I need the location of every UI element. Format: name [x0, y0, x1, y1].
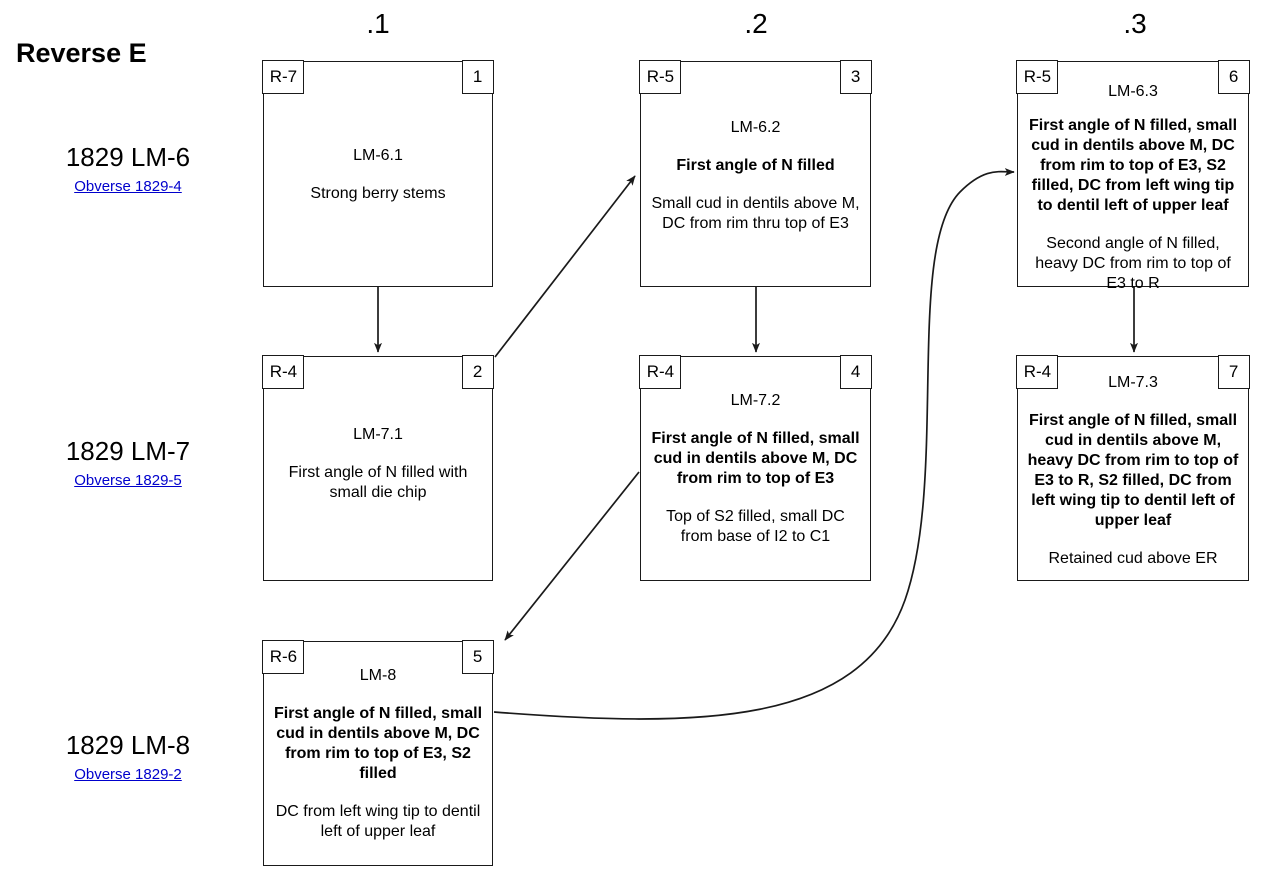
node-lm-6-2-bold: First angle of N filled — [676, 157, 835, 174]
node-lm-6-3-id: LM-6.3 — [1108, 83, 1158, 100]
node-lm-6-2[interactable]: R-5 3 LM-6.2 First angle of N filled Sma… — [639, 60, 872, 287]
row-title-lm6: 1829 LM-6 — [65, 142, 191, 172]
node-lm-7-3[interactable]: R-4 7 LM-7.3 First angle of N filled, sm… — [1016, 355, 1250, 581]
node-lm-7-1-id: LM-7.1 — [353, 426, 403, 443]
node-lm-7-2-id: LM-7.2 — [730, 392, 781, 409]
node-lm-6-3-bold: First angle of N filled, small cud in de… — [1028, 117, 1238, 214]
node-lm-6-3-plain: Second angle of N filled, heavy DC from … — [1035, 235, 1231, 292]
row-title-lm8: 1829 LM-8 — [65, 730, 191, 760]
node-lm-7-3-number-tag: 7 — [1217, 355, 1250, 390]
node-lm-8-reverse-tag: R-6 — [262, 640, 305, 675]
node-lm-7-3-bold: First angle of N filled, small cud in de… — [1027, 412, 1239, 529]
node-lm-7-1-number-tag: 2 — [461, 355, 494, 390]
obverse-link-1829-5[interactable]: Obverse 1829-5 — [74, 472, 182, 489]
page-title: Reverse E — [16, 38, 147, 68]
obverse-link-1829-4[interactable]: Obverse 1829-4 — [74, 178, 182, 195]
row-label-lm7: 1829 LM-7 Obverse 1829-5 — [8, 436, 248, 490]
row-title-lm7: 1829 LM-7 — [65, 436, 191, 466]
node-lm-6-1-reverse-tag: R-7 — [262, 60, 305, 95]
node-lm-7-3-plain: Retained cud above ER — [1048, 550, 1218, 567]
node-lm-7-1[interactable]: R-4 2 LM-7.1 First angle of N filled wit… — [262, 355, 494, 581]
node-lm-7-3-id: LM-7.3 — [1108, 374, 1158, 391]
node-lm-8-bold: First angle of N filled, small cud in de… — [273, 705, 483, 782]
node-lm-7-1-plain: First angle of N filled with small die c… — [288, 464, 468, 501]
edge-n4-n5 — [504, 471, 640, 641]
node-lm-7-3-reverse-tag: R-4 — [1016, 355, 1059, 390]
row-label-lm6: 1829 LM-6 Obverse 1829-4 — [8, 142, 248, 196]
node-lm-8[interactable]: R-6 5 LM-8 First angle of N filled, smal… — [262, 640, 494, 866]
node-lm-7-2-plain: Top of S2 filled, small DC from base of … — [666, 508, 845, 545]
column-header-1: .1 — [366, 8, 390, 39]
node-lm-6-1-id: LM-6.1 — [353, 147, 403, 164]
column-header-2: .2 — [744, 8, 768, 39]
node-lm-6-1[interactable]: R-7 1 LM-6.1 Strong berry stems — [262, 60, 494, 287]
node-lm-8-number-tag: 5 — [461, 640, 494, 675]
node-lm-6-2-reverse-tag: R-5 — [639, 60, 682, 95]
node-lm-8-id: LM-8 — [359, 667, 397, 684]
node-lm-7-2-number-tag: 4 — [839, 355, 872, 390]
node-lm-6-1-number-tag: 1 — [461, 60, 494, 95]
node-lm-6-3-number-tag: 6 — [1217, 60, 1250, 95]
node-lm-6-3[interactable]: R-5 6 LM-6.3 First angle of N filled, sm… — [1016, 60, 1250, 292]
node-lm-7-2-bold: First angle of N filled, small cud in de… — [651, 430, 860, 487]
node-lm-6-2-id: LM-6.2 — [730, 119, 781, 136]
row-label-lm8: 1829 LM-8 Obverse 1829-2 — [8, 730, 248, 784]
node-lm-6-2-number-tag: 3 — [839, 60, 872, 95]
node-lm-6-2-plain: Small cud in dentils above M, DC from ri… — [651, 195, 860, 232]
node-lm-8-plain: DC from left wing tip to dentil left of … — [275, 803, 481, 840]
node-lm-7-1-reverse-tag: R-4 — [262, 355, 305, 390]
node-lm-7-2[interactable]: R-4 4 LM-7.2 First angle of N filled, sm… — [639, 355, 872, 581]
obverse-link-1829-2[interactable]: Obverse 1829-2 — [74, 766, 182, 783]
node-lm-6-1-plain: Strong berry stems — [310, 185, 446, 202]
edge-n2-n3 — [494, 175, 636, 358]
node-lm-6-3-reverse-tag: R-5 — [1016, 60, 1059, 95]
column-header-3: .3 — [1123, 8, 1147, 39]
node-lm-7-2-reverse-tag: R-4 — [639, 355, 682, 390]
